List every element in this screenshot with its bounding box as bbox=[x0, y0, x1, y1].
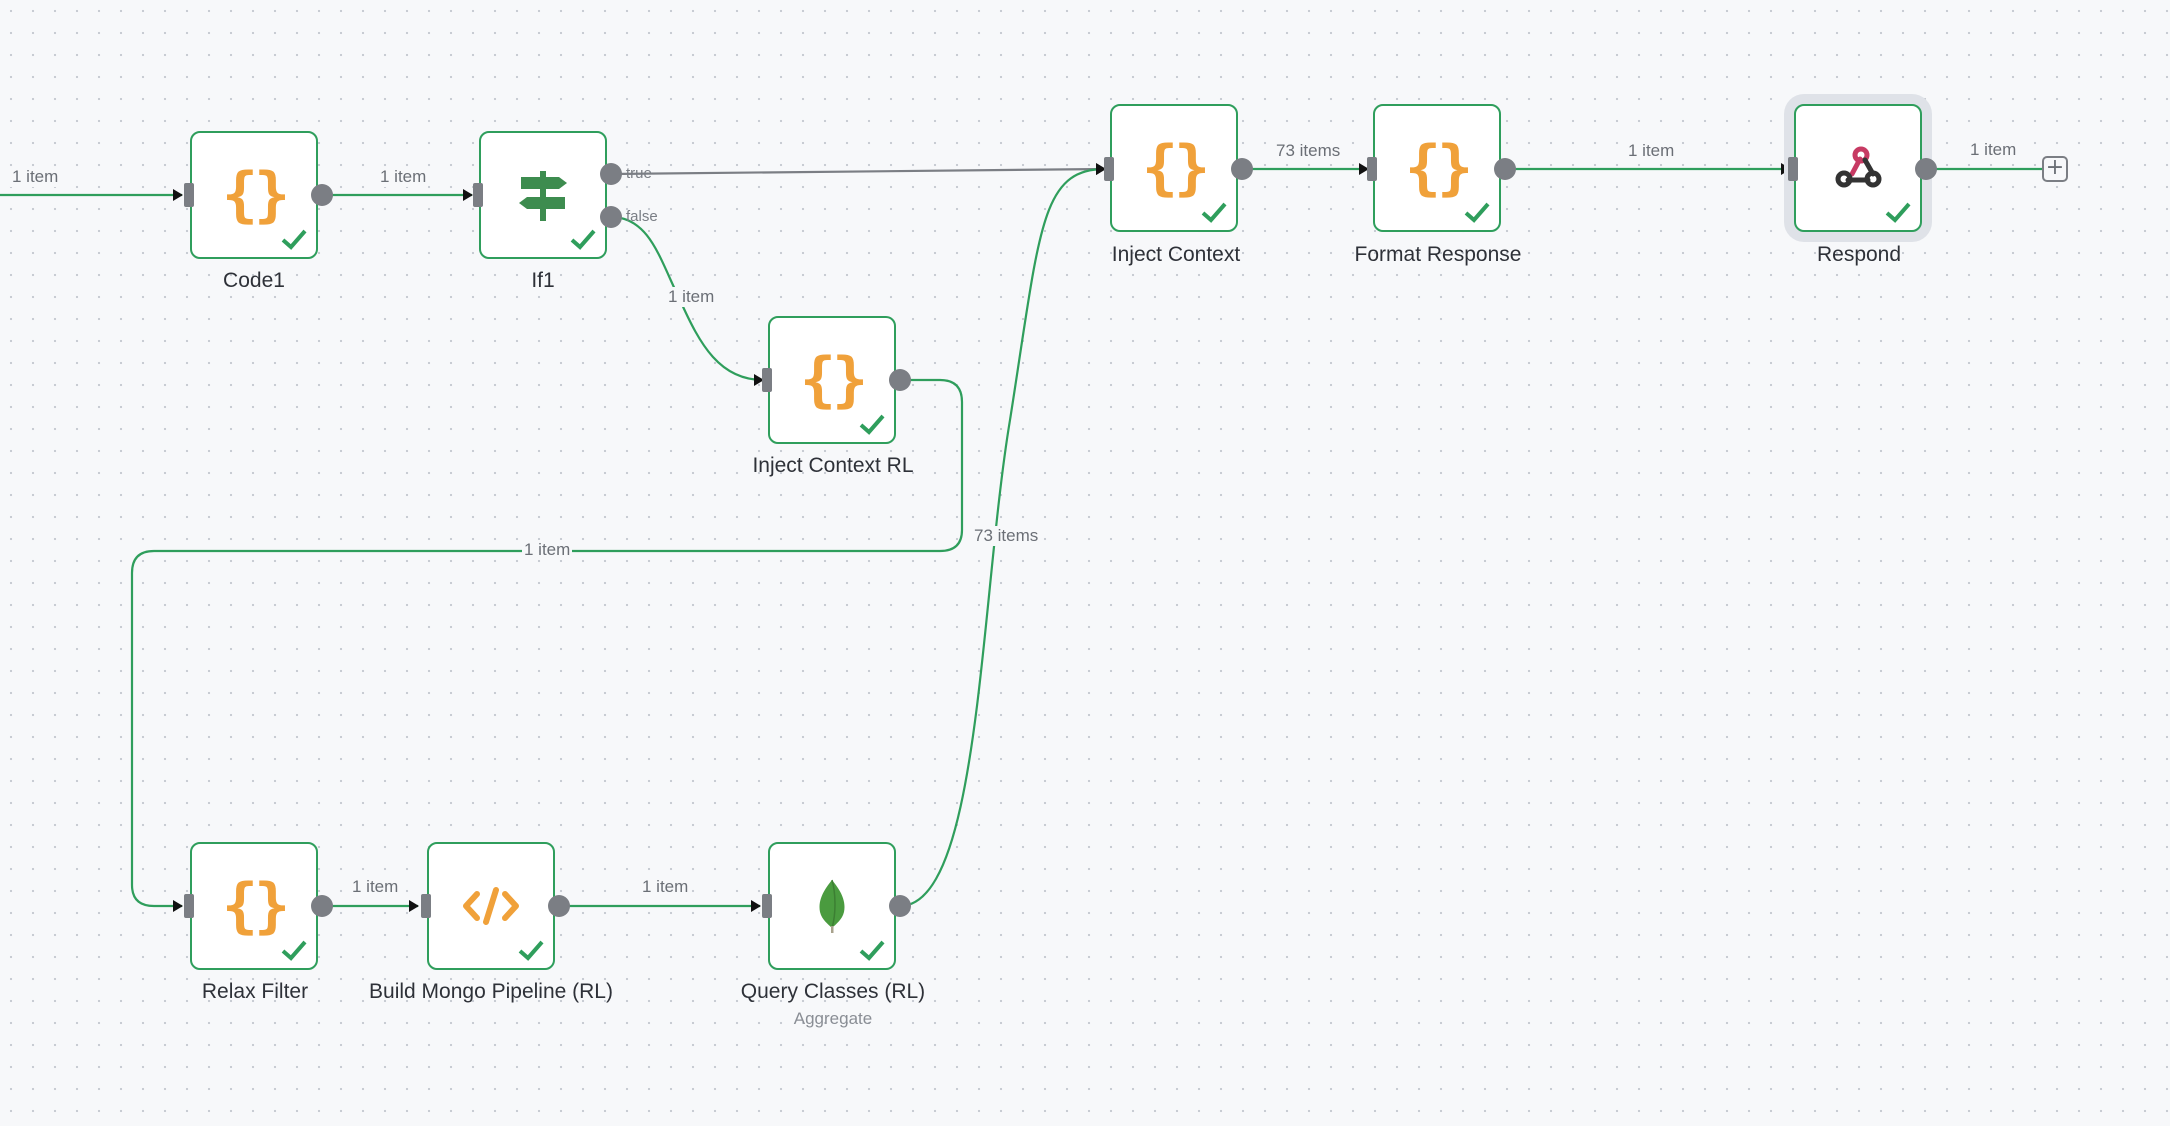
output-port[interactable] bbox=[1231, 158, 1253, 180]
edge-label: 73 items bbox=[1274, 141, 1343, 161]
node-subtitle: Aggregate bbox=[793, 1009, 873, 1028]
node-inject-context-rl[interactable]: {} bbox=[768, 316, 896, 444]
code-braces-icon: {} bbox=[1141, 133, 1210, 203]
success-check-icon bbox=[1464, 202, 1490, 223]
edge-label: 1 item bbox=[522, 540, 573, 560]
node-label: Build Mongo Pipeline (RL) bbox=[369, 980, 613, 1003]
output-port[interactable] bbox=[311, 184, 333, 206]
node-if1[interactable] bbox=[479, 131, 607, 259]
output-port[interactable] bbox=[548, 895, 570, 917]
webhook-icon bbox=[1796, 106, 1920, 230]
true-branch-label: true bbox=[626, 165, 652, 182]
input-port[interactable] bbox=[184, 183, 194, 207]
node-inject-context[interactable]: {} bbox=[1110, 104, 1238, 232]
node-label: If1 bbox=[531, 269, 555, 292]
success-check-icon bbox=[570, 229, 596, 250]
code-braces-icon: {} bbox=[799, 345, 868, 415]
success-check-icon bbox=[1885, 202, 1911, 223]
input-port[interactable] bbox=[421, 894, 431, 918]
code-braces-icon: {} bbox=[221, 871, 290, 941]
node-label: Relax Filter bbox=[201, 980, 309, 1003]
output-port[interactable] bbox=[1915, 158, 1937, 180]
edge-label: 73 items bbox=[972, 526, 1041, 546]
node-query-classes[interactable] bbox=[768, 842, 896, 970]
true-output-port[interactable] bbox=[600, 163, 622, 185]
success-check-icon bbox=[281, 229, 307, 250]
success-check-icon bbox=[518, 940, 544, 961]
edge-label: 1 item bbox=[640, 877, 691, 897]
edge-label: 1 item bbox=[666, 287, 717, 307]
input-port[interactable] bbox=[1367, 157, 1377, 181]
node-respond[interactable] bbox=[1794, 104, 1922, 232]
code-tag-icon bbox=[429, 844, 553, 968]
input-port[interactable] bbox=[1104, 157, 1114, 181]
input-port[interactable] bbox=[762, 894, 772, 918]
node-label: Respond bbox=[1816, 243, 1902, 266]
edge-label: 1 item bbox=[1626, 141, 1677, 161]
input-port[interactable] bbox=[473, 183, 483, 207]
signpost-icon bbox=[481, 133, 605, 257]
false-branch-label: false bbox=[626, 208, 658, 225]
code-braces-icon: {} bbox=[221, 160, 290, 230]
success-check-icon bbox=[1201, 202, 1227, 223]
add-node-button[interactable]: + bbox=[2042, 156, 2068, 182]
output-port[interactable] bbox=[889, 895, 911, 917]
output-port[interactable] bbox=[889, 369, 911, 391]
node-label: Inject Context bbox=[1111, 243, 1241, 266]
edge-label: 1 item bbox=[378, 167, 429, 187]
success-check-icon bbox=[859, 414, 885, 435]
node-label: Format Response bbox=[1354, 243, 1522, 266]
output-port[interactable] bbox=[311, 895, 333, 917]
edge-label: 1 item bbox=[350, 877, 401, 897]
edge-label: 1 item bbox=[1968, 140, 2019, 160]
input-port[interactable] bbox=[184, 894, 194, 918]
node-build-mongo-pipeline[interactable] bbox=[427, 842, 555, 970]
output-port[interactable] bbox=[1494, 158, 1516, 180]
edge-if1-true-inject-context[interactable] bbox=[610, 163, 1106, 176]
input-port[interactable] bbox=[1788, 157, 1798, 181]
success-check-icon bbox=[281, 940, 307, 961]
edge-query-inject-context[interactable] bbox=[899, 163, 1106, 908]
code-braces-icon: {} bbox=[1404, 133, 1473, 203]
success-check-icon bbox=[859, 940, 885, 961]
node-code1[interactable]: {} bbox=[190, 131, 318, 259]
node-label: Query Classes (RL) bbox=[740, 980, 926, 1003]
mongodb-leaf-icon bbox=[770, 844, 894, 968]
node-label: Inject Context RL bbox=[752, 454, 914, 477]
node-label: Code1 bbox=[223, 269, 285, 292]
false-output-port[interactable] bbox=[600, 206, 622, 228]
input-port[interactable] bbox=[762, 368, 772, 392]
node-relax-filter[interactable]: {} bbox=[190, 842, 318, 970]
edge-label: 1 item bbox=[10, 167, 61, 187]
node-format-response[interactable]: {} bbox=[1373, 104, 1501, 232]
